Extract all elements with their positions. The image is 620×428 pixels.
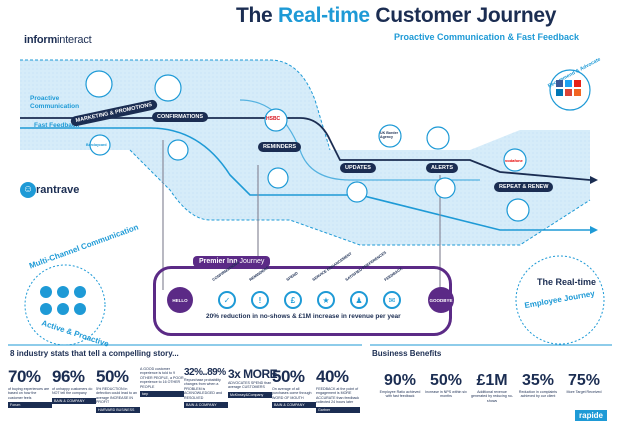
preferences-step-icon: ♟: [350, 291, 368, 309]
communication-label: Communication: [30, 103, 80, 110]
youtube-icon: [574, 80, 581, 87]
stage-repeat-renew[interactable]: REPEAT & RENEW: [494, 182, 554, 192]
spend-step-icon: £: [284, 291, 302, 309]
proactive-label: Proactive: [30, 95, 60, 102]
hsbc-badge: HSBC: [266, 116, 281, 122]
stage-confirmations[interactable]: CONFIRMATIONS: [152, 112, 209, 122]
voice-icon: [74, 286, 86, 298]
brand-logo[interactable]: informinteract: [24, 34, 92, 46]
border-agency-badge: UK Border Agency: [380, 131, 398, 139]
benefit-card: 35%Reduction in complaints achieved by o…: [518, 372, 558, 399]
journey-outcome: 20% reduction in no-shows & £1M increase…: [206, 313, 401, 320]
sms-icon: [57, 286, 69, 298]
stage-reminders[interactable]: REMINDERS: [258, 142, 302, 152]
email-icon: [40, 286, 52, 298]
linkedin-icon: [556, 89, 563, 96]
confirmations-step-icon: ✓: [218, 291, 236, 309]
rant-rave-logo: ☺rantrave: [20, 182, 79, 198]
stage-alerts[interactable]: ALERTS: [426, 163, 458, 173]
page-title: The Real-time Customer Journey: [236, 4, 557, 27]
channel-icons: [40, 286, 92, 315]
stat-card: 32%..89%Repurchase probability changes f…: [184, 367, 228, 409]
benefit-card: 50%Increase in NPS within six months: [425, 372, 467, 399]
social-icons: [556, 80, 584, 96]
web-icon: [40, 303, 52, 315]
benefit-card: 75%More Target Received: [566, 372, 602, 394]
reminders-step-icon: !: [251, 291, 269, 309]
stage-updates[interactable]: UPDATES: [340, 163, 376, 173]
feedback-step-icon: ✉: [383, 291, 401, 309]
rant-icon: ☺: [20, 182, 36, 198]
employee-journey-title: The Real-time: [537, 277, 597, 287]
hello-node[interactable]: HELLO: [167, 287, 193, 313]
facebook-icon: [556, 80, 563, 87]
goodbye-node[interactable]: GOODBYE: [428, 287, 454, 313]
stats-heading: 8 industry stats that tell a compelling …: [10, 349, 179, 358]
journey-banner: Premier Inn Journey: [193, 256, 271, 267]
benefit-card: 90%Employee Ratio achieved with fast fee…: [379, 372, 421, 399]
service-step-icon: ★: [317, 291, 335, 309]
stat-card: 50%On average of all purchases come thro…: [272, 367, 316, 409]
vodafone-badge: vodafone: [505, 158, 523, 163]
premier-inn-journey-loop: [153, 266, 452, 336]
google-icon: [565, 89, 572, 96]
fast-feedback-label: Fast Feedback: [34, 122, 80, 129]
twitter-icon: [565, 80, 572, 87]
stat-card: 70%of buying experiences are based on ho…: [8, 367, 52, 409]
rapide-logo: rapide: [575, 410, 608, 421]
stat-card: 50%5% REDUCTION in defection could lead …: [96, 367, 140, 413]
stat-card: A GOOD customer experience is told to 9 …: [140, 367, 184, 398]
benefits-heading: Business Benefits: [372, 349, 442, 358]
page-subtitle: Proactive Communication & Fast Feedback: [394, 32, 580, 42]
app-icon: [57, 303, 69, 315]
social-channel-icon: [74, 303, 86, 315]
rss-icon: [574, 89, 581, 96]
barclaycard-badge: Barclaycard: [86, 143, 107, 147]
stat-card: 40%FEEDBACK at the point of engagement i…: [316, 367, 360, 413]
stat-card: 96%of unhappy customers do NOT tell the …: [52, 367, 96, 404]
